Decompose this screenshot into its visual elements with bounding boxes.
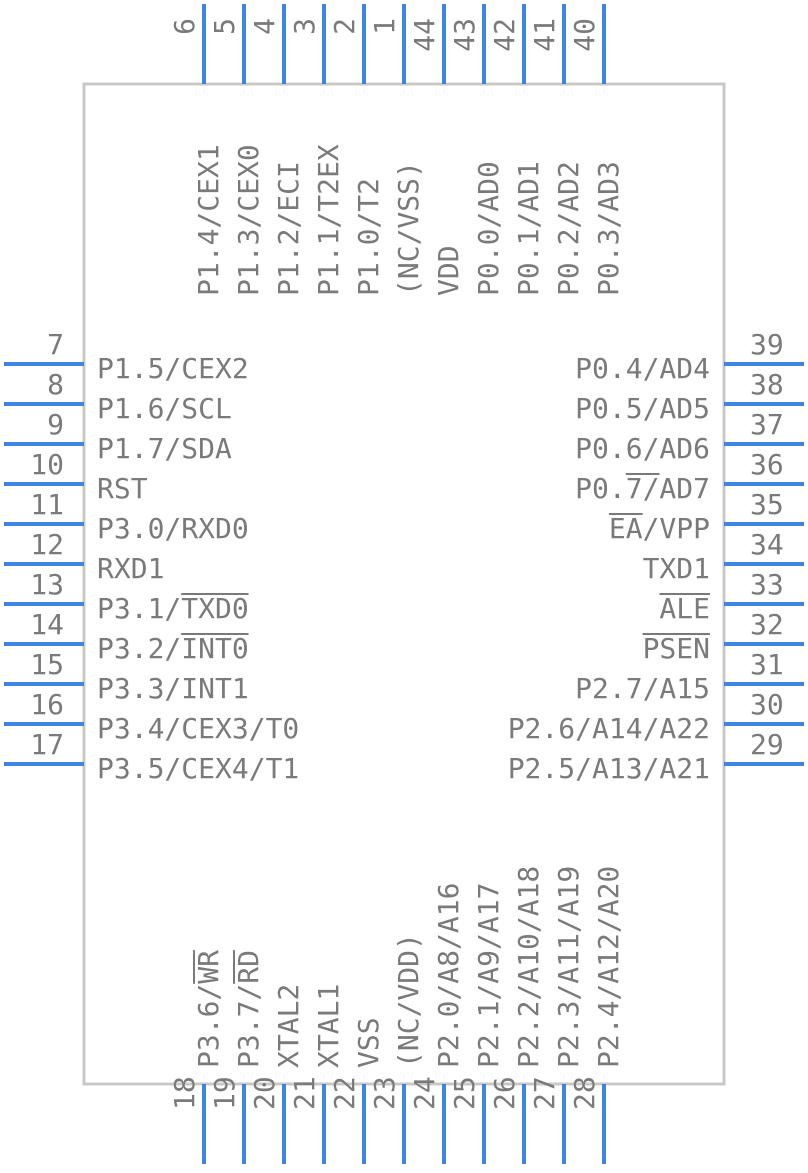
pin-number: 28 [568,1076,601,1110]
pin-label: RXD1 [97,552,164,585]
pin-number: 23 [368,1076,401,1110]
pin-label: P1.2/ECI [272,161,305,296]
pin-label: P2.2/A10/A18 [512,866,545,1068]
pin-number: 15 [30,648,64,681]
pin-label: RST [97,472,148,505]
pin-number: 37 [750,408,784,441]
pin-number: 3 [288,18,321,35]
pin-label: P0.5/AD5 [575,392,710,425]
pin-number: 9 [47,408,64,441]
pin-label: P0.3/AD3 [592,161,625,296]
pin-number: 36 [750,448,784,481]
pin-label: P3.6/WR [192,950,225,1068]
pin-number: 41 [528,18,561,52]
pin-number: 39 [750,328,784,361]
pin-number: 40 [568,18,601,52]
pin-number: 25 [448,1076,481,1110]
pin-label: P1.7/SDA [97,432,232,465]
pin-label: (NC/VSS) [392,161,425,296]
pin-number: 7 [47,328,64,361]
pin-label: P1.0/T2 [352,178,385,296]
pin-number: 2 [328,18,361,35]
pin-label: P0.0/AD0 [472,161,505,296]
pin-number: 38 [750,368,784,401]
pin-label: P0.1/AD1 [512,161,545,296]
pin-label: TXD1 [643,552,710,585]
pin-number: 29 [750,728,784,761]
pin-label: P3.0/RXD0 [97,512,249,545]
pin-lines [4,4,804,1164]
pin-number: 8 [47,368,64,401]
pin-label: P3.5/CEX4/T1 [97,752,299,785]
pin-label: PSEN [643,632,710,665]
pin-number: 43 [448,18,481,52]
pin-label: P2.4/A12/A20 [592,866,625,1068]
pin-label: P0.2/AD2 [552,161,585,296]
pin-label: P0.4/AD4 [575,352,710,385]
pin-label: P0.6/AD6 [575,432,710,465]
pin-number: 22 [328,1076,361,1110]
pin-number: 12 [30,528,64,561]
pin-number: 33 [750,568,784,601]
pin-label: P2.6/A14/A22 [508,712,710,745]
pin-number: 5 [208,18,241,35]
pin-number: 31 [750,648,784,681]
pin-label: XTAL2 [272,984,305,1068]
pin-label: (NC/VDD) [392,933,425,1068]
pin-label: P1.1/T2EX [312,144,345,296]
pin-number: 34 [750,528,784,561]
pin-label: EA/VPP [609,512,710,545]
pin-number: 24 [408,1076,441,1110]
pin-number: 26 [488,1076,521,1110]
pin-label: P3.7/RD [232,950,265,1068]
pin-label: P2.1/A9/A17 [472,883,505,1068]
pin-number: 14 [30,608,64,641]
pin-label: P2.3/A11/A19 [552,866,585,1068]
pin-number: 35 [750,488,784,521]
pin-number: 21 [288,1076,321,1110]
pin-label: VDD [432,245,465,296]
pin-label: P0.7/AD7 [575,472,710,505]
pin-number: 27 [528,1076,561,1110]
pin-number: 44 [408,18,441,52]
pin-number: 18 [168,1076,201,1110]
pin-label: P1.4/CEX1 [192,144,225,296]
pin-label: XTAL1 [312,984,345,1068]
pin-label: P3.2/INT0 [97,632,249,665]
pin-label: P1.6/SCL [97,392,232,425]
pin-label: P2.0/A8/A16 [432,883,465,1068]
pin-number: 42 [488,18,521,52]
pin-label: P2.5/A13/A21 [508,752,710,785]
pin-number: 13 [30,568,64,601]
pin-label: P3.4/CEX3/T0 [97,712,299,745]
pin-number: 17 [30,728,64,761]
active-low-bars [181,473,710,984]
pin-number: 10 [30,448,64,481]
pin-number: 32 [750,608,784,641]
pin-number: 20 [248,1076,281,1110]
ic-body [82,82,726,1086]
pin-label: VSS [352,1017,385,1068]
pin-number: 30 [750,688,784,721]
pin-number: 1 [368,18,401,35]
pin-number: 4 [248,18,281,35]
pin-label: P2.7/A15 [575,672,710,705]
pin-number: 6 [168,18,201,35]
pin-number: 16 [30,688,64,721]
pin-label: P3.3/INT1 [97,672,249,705]
pin-label: P1.3/CEX0 [232,144,265,296]
pin-label: P1.5/CEX2 [97,352,249,385]
pin-number: 11 [30,488,64,521]
pin-number: 19 [208,1076,241,1110]
pin-label: P3.1/TXD0 [97,592,249,625]
pin-label: ALE [659,592,710,625]
